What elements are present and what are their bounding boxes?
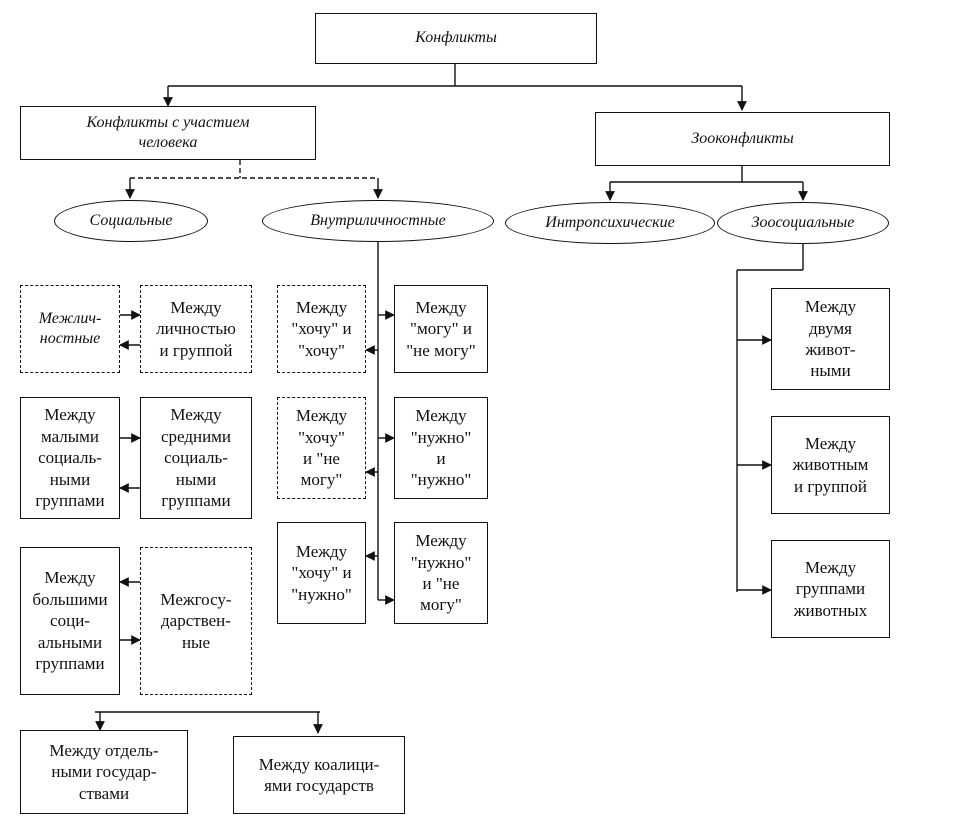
two-animals-node: Между двумя живот- ными [771,288,890,390]
social-node: Социальные [54,200,208,242]
want-cannot-node: Между "хочу" и "не могу" [277,397,366,499]
zoo-conflicts-node: Зооконфликты [595,112,890,166]
large-groups-node: Между большими соци- альными группами [20,547,120,695]
animal-group-node: Между животным и группой [771,416,890,514]
medium-groups-node: Между средними социаль- ными группами [140,397,252,519]
individual-states-node: Между отдель- ными государ- ствами [20,730,188,814]
person-group-node: Между личностью и группой [140,285,252,373]
must-must-node: Между "нужно" и "нужно" [394,397,488,499]
can-cannot-node: Между "могу" и "не могу" [394,285,488,373]
human-connector [130,160,378,179]
must-cannot-node: Между "нужно" и "не могу" [394,522,488,624]
want-want-node: Между "хочу" и "хочу" [277,285,366,373]
interpersonal-node: Межлич- ностные [20,285,120,373]
intropsychic-node: Интропсихические [505,202,715,244]
root-node: Конфликты [315,13,597,64]
zoosocial-connector [736,244,804,592]
interstate-node: Межгосу- дарствен- ные [140,547,252,695]
want-must-node: Между "хочу" и "нужно" [277,522,366,624]
small-groups-node: Между малыми социаль- ными группами [20,397,120,519]
intrapersonal-node: Внутриличностные [262,200,494,242]
animal-groups-node: Между группами животных [771,540,890,638]
state-coalitions-node: Между коалици- ями государств [233,736,405,814]
root-connector [168,64,742,87]
zoosocial-node: Зоосоциальные [717,202,889,244]
zoo-connector [610,166,803,183]
human-conflicts-node: Конфликты с участием человека [20,106,316,160]
